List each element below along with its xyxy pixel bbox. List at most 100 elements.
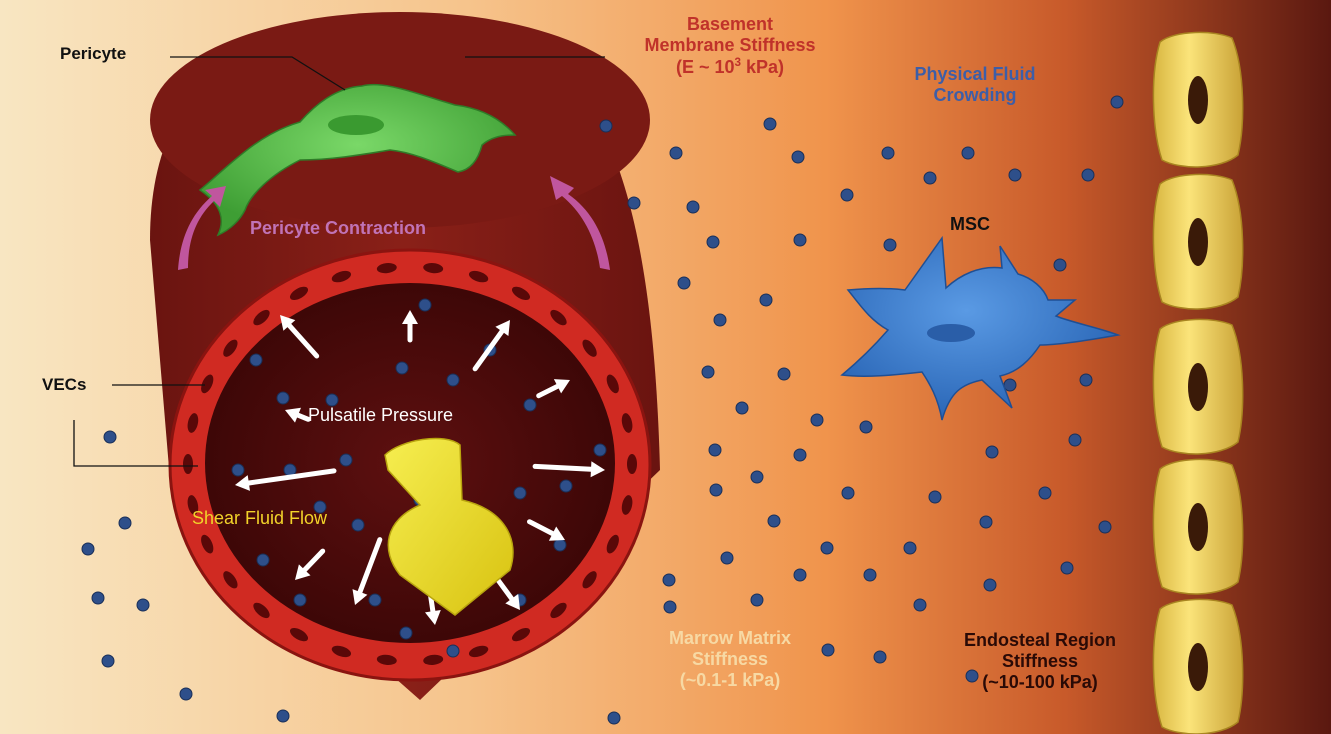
fluid-particle bbox=[811, 414, 823, 426]
fluid-particle bbox=[736, 402, 748, 414]
endothelial-nucleus bbox=[627, 454, 637, 474]
fluid-particle bbox=[352, 519, 364, 531]
fluid-particle bbox=[524, 399, 536, 411]
fluid-particle bbox=[709, 444, 721, 456]
fluid-particle bbox=[250, 354, 262, 366]
fluid-particle bbox=[294, 594, 306, 606]
fluid-particle bbox=[751, 594, 763, 606]
fluid-particle bbox=[1111, 96, 1123, 108]
fluid-particle bbox=[1099, 521, 1111, 533]
fluid-particle bbox=[714, 314, 726, 326]
endosteal-line3: (~10-100 kPa) bbox=[935, 672, 1145, 693]
endothelial-nucleus bbox=[183, 454, 193, 474]
fluid-particle bbox=[419, 299, 431, 311]
marrow-line3: (~0.1-1 kPa) bbox=[630, 670, 830, 691]
fluid-particle bbox=[104, 431, 116, 443]
fluid-particle bbox=[1039, 487, 1051, 499]
fluid-particle bbox=[794, 569, 806, 581]
fluid-particle bbox=[962, 147, 974, 159]
osteoblast-cell bbox=[1153, 459, 1242, 594]
fluid-particle bbox=[277, 710, 289, 722]
fluid-particle bbox=[670, 147, 682, 159]
fluid-particle bbox=[102, 655, 114, 667]
basement-membrane-label: Basement Membrane Stiffness (E ~ 103 kPa… bbox=[610, 14, 850, 79]
basement-line2: Membrane Stiffness bbox=[610, 35, 850, 56]
physical-fluid-crowding-label: Physical Fluid Crowding bbox=[890, 64, 1060, 106]
fluid-particle bbox=[821, 542, 833, 554]
osteoblast-cell bbox=[1153, 319, 1242, 454]
fluid-particle bbox=[400, 627, 412, 639]
fluid-particle bbox=[277, 392, 289, 404]
fluid-particle bbox=[794, 234, 806, 246]
physical-fluid-line2: Crowding bbox=[890, 85, 1060, 106]
fluid-particle bbox=[447, 374, 459, 386]
fluid-particle bbox=[600, 120, 612, 132]
fluid-particle bbox=[842, 487, 854, 499]
pulsatile-pressure-label: Pulsatile Pressure bbox=[308, 405, 453, 426]
fluid-particle bbox=[1061, 562, 1073, 574]
fluid-particle bbox=[710, 484, 722, 496]
fluid-particle bbox=[1080, 374, 1092, 386]
fluid-particle bbox=[664, 601, 676, 613]
pericyte-label: Pericyte bbox=[60, 44, 126, 64]
fluid-particle bbox=[864, 569, 876, 581]
fluid-particle bbox=[560, 480, 572, 492]
fluid-particle bbox=[447, 645, 459, 657]
fluid-particle bbox=[594, 444, 606, 456]
osteoblast-cell bbox=[1153, 174, 1242, 309]
fluid-particle bbox=[707, 236, 719, 248]
fluid-particle bbox=[721, 552, 733, 564]
fluid-particle bbox=[904, 542, 916, 554]
fluid-particle bbox=[760, 294, 772, 306]
fluid-particle bbox=[137, 599, 149, 611]
fluid-particle bbox=[1004, 379, 1016, 391]
basement-title: Basement bbox=[610, 14, 850, 35]
fluid-particle bbox=[687, 201, 699, 213]
marrow-line1: Marrow Matrix bbox=[630, 628, 830, 649]
fluid-particle bbox=[751, 471, 763, 483]
endosteal-line1: Endosteal Region bbox=[935, 630, 1145, 651]
fluid-particle bbox=[82, 543, 94, 555]
fluid-particle bbox=[92, 592, 104, 604]
fluid-particle bbox=[792, 151, 804, 163]
fluid-particle bbox=[678, 277, 690, 289]
fluid-particle bbox=[1054, 259, 1066, 271]
marrow-matrix-label: Marrow Matrix Stiffness (~0.1-1 kPa) bbox=[630, 628, 830, 692]
fluid-particle bbox=[1082, 169, 1094, 181]
fluid-particle bbox=[369, 594, 381, 606]
fluid-particle bbox=[396, 362, 408, 374]
physical-fluid-line1: Physical Fluid bbox=[890, 64, 1060, 85]
fluid-particle bbox=[764, 118, 776, 130]
fluid-particle bbox=[778, 368, 790, 380]
fluid-particle bbox=[554, 539, 566, 551]
fluid-particle bbox=[980, 516, 992, 528]
fluid-particle bbox=[768, 515, 780, 527]
fluid-particle bbox=[882, 147, 894, 159]
fluid-particle bbox=[119, 517, 131, 529]
fluid-particle bbox=[340, 454, 352, 466]
fluid-particle bbox=[984, 579, 996, 591]
osteoblast-cell bbox=[1153, 599, 1242, 734]
fluid-particle bbox=[924, 172, 936, 184]
basement-value: (E ~ 103 kPa) bbox=[610, 56, 850, 78]
shear-fluid-flow-label: Shear Fluid Flow bbox=[192, 508, 327, 529]
fluid-particle bbox=[702, 366, 714, 378]
endosteal-region-label: Endosteal Region Stiffness (~10-100 kPa) bbox=[935, 630, 1145, 694]
vecs-label: VECs bbox=[42, 375, 86, 395]
fluid-particle bbox=[841, 189, 853, 201]
endosteal-osteoblasts bbox=[1153, 32, 1242, 734]
fluid-particle bbox=[794, 449, 806, 461]
fluid-particle bbox=[514, 487, 526, 499]
fluid-particle bbox=[929, 491, 941, 503]
fluid-particle bbox=[1069, 434, 1081, 446]
fluid-particle bbox=[608, 712, 620, 724]
osteoblast-cell bbox=[1153, 32, 1242, 167]
fluid-particle bbox=[257, 554, 269, 566]
fluid-particle bbox=[914, 599, 926, 611]
fluid-particle bbox=[874, 651, 886, 663]
fluid-particle bbox=[663, 574, 675, 586]
fluid-particle bbox=[1009, 169, 1021, 181]
fluid-particle bbox=[628, 197, 640, 209]
